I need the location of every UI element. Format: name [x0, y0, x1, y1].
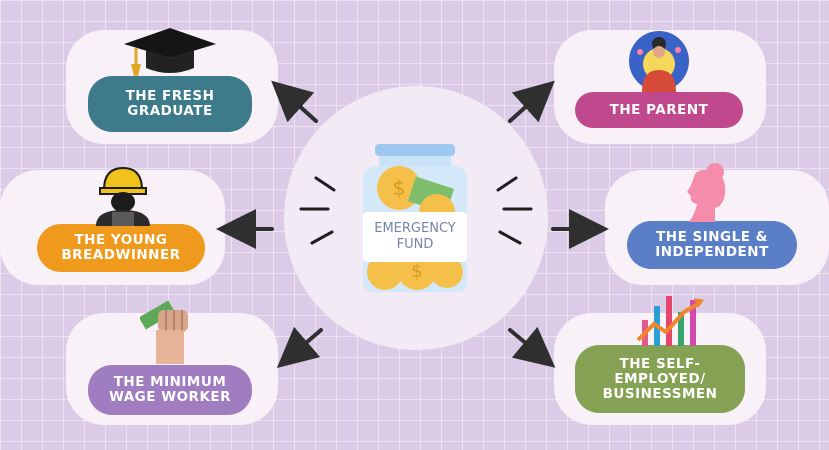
woman-profile-icon — [687, 163, 726, 222]
svg-text:$: $ — [411, 261, 422, 282]
arrow-to-parent — [508, 80, 555, 123]
parent-child-icon — [629, 31, 689, 92]
node-young-breadwinner-label: THE YOUNG BREADWINNER — [37, 224, 205, 272]
growth-chart-icon — [636, 296, 704, 346]
graduation-cap-icon — [124, 28, 216, 76]
emergency-fund-label: EMERGENCY FUND — [363, 212, 467, 262]
node-single-independent-label: THE SINGLE & INDEPENDENT — [627, 221, 797, 269]
center-line1: EMERGENCY — [374, 221, 456, 236]
burst-lines — [299, 176, 533, 245]
node-fresh-graduate-label: THE FRESH GRADUATE — [88, 76, 252, 132]
node-minimum-wage-worker-label: THE MINIMUM WAGE WORKER — [88, 365, 252, 415]
arrow-to-fresh-graduate — [271, 80, 318, 123]
center-line2: FUND — [396, 237, 434, 252]
node-self-employed-label: THE SELF- EMPLOYED/ BUSINESSMEN — [575, 345, 745, 413]
fist-money-icon — [140, 300, 188, 364]
arrow-to-minimum-wage-worker — [276, 326, 323, 369]
node-parent-label: THE PARENT — [575, 92, 743, 128]
svg-text:$: $ — [393, 176, 406, 200]
arrow-to-self-employed — [508, 326, 556, 368]
construction-worker-icon — [96, 166, 150, 226]
